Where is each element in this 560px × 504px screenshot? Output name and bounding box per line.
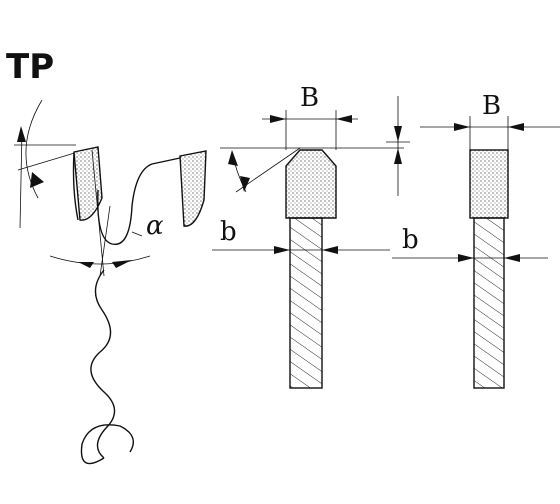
clearance-angle-arc [25,99,43,199]
carbide-tip-1 [73,146,103,221]
arrow-head [454,123,470,131]
dim-b-right: b [402,225,419,255]
arrow-head [78,262,94,268]
tooth-front-view-flat: B b [392,91,560,389]
arrow-head [30,172,44,188]
arrow-head [394,148,402,164]
tooth-front-view-trapezoid: B b [212,83,410,389]
blade-body-left [289,217,323,389]
arrow-head [274,246,290,254]
arrow-head [228,150,238,166]
angle-alpha-label: α [146,211,164,241]
dim-b-left: b [220,217,237,247]
dim-B-left: B [300,83,319,113]
blade-hook [80,424,134,465]
carbide-tip-2 [179,150,207,227]
rake-reference-line [91,149,105,277]
arrow-head [17,126,26,142]
arrow-head [458,254,474,262]
trapezoid-tip [285,149,337,219]
blade-wave [90,269,116,459]
arrow-head [336,115,352,123]
arrow-head [394,126,402,142]
arrow-head [322,246,338,254]
tooth-body-edge [72,151,79,221]
arrow-head [504,254,520,262]
flat-tip [469,149,509,219]
diagram-title: TP [6,47,54,87]
arrow-head [240,176,250,192]
arrow-head [270,115,286,123]
arrow-head [508,123,524,131]
rake-angle-arc [49,255,151,265]
dim-B-right: B [482,91,501,121]
gullet-curve [97,157,181,245]
tooth-side-view: α [14,99,207,465]
arrow-head [112,260,132,268]
blade-body-right [473,217,505,389]
